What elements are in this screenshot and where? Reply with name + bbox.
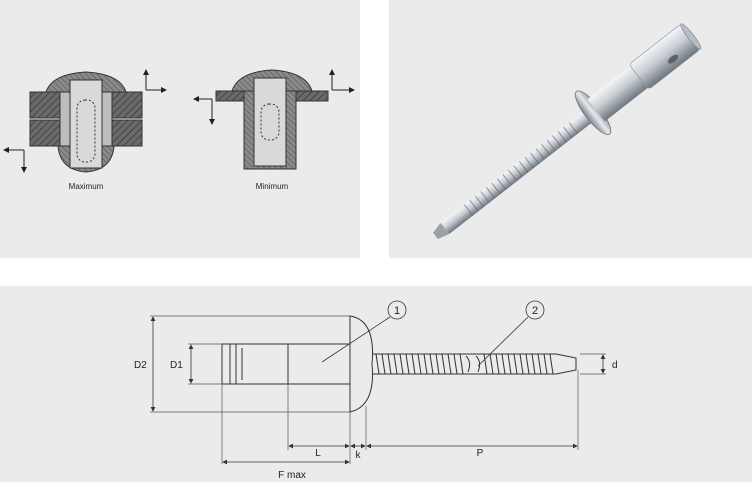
callout-1-label: 1 [394,305,400,317]
thread-tick [507,353,512,375]
thread-tick [501,353,506,375]
thread-tick [405,353,410,375]
thread-tick [549,353,554,375]
collar [221,343,289,385]
thread-tick [537,353,542,375]
mandrel-hidden-outline [76,99,96,163]
grip-range-panel: Maximum Minimum [0,0,360,258]
thread-tick [459,353,464,375]
f-max-label: F max [278,470,306,481]
callout-leaders [321,300,545,367]
thread-tick [387,353,392,375]
mandrel-section [69,79,103,169]
thread-tick [495,353,500,375]
thread-tick [525,353,530,375]
thread-tick [483,353,488,375]
thread-tick [447,353,452,375]
dimension-drawing: 1 2 D2 D1 d L k P F max [134,300,618,481]
rivet-render [432,23,702,240]
thread-tick [543,353,548,375]
thread-tick [441,353,446,375]
thread-tick [435,353,440,375]
mandrel-section [253,77,287,167]
thread-tick [411,353,416,375]
thread-tick [375,353,380,375]
thread-tick [423,353,428,375]
thread-tick [453,353,458,375]
rivet-outline [221,315,577,413]
mandrel-threads [375,353,554,375]
l-label: L [315,448,321,459]
mandrel-stem [440,109,596,235]
dimension-drawing-panel: 1 2 D2 D1 d L k P F max [0,286,752,482]
k-label: k [356,450,362,461]
rivet-photo [432,23,702,240]
thread-tick [399,353,404,375]
thread-tick [393,353,398,375]
head [349,315,374,413]
mandrel-hidden-outline [260,103,280,141]
break-symbol [465,355,481,373]
callout-2-label: 2 [532,305,538,317]
thread-tick [489,353,494,375]
dimension-arrows [150,316,606,465]
grip-range-diagram: Maximum Minimum [3,69,355,191]
mandrel-tip [432,222,450,240]
maximum-label: Maximum [69,182,104,191]
minimum-section: Minimum [193,69,355,191]
d2-label: D2 [134,360,147,371]
d-label: d [612,360,618,371]
extension-lines [150,315,606,464]
maximum-section: Maximum [3,69,167,191]
d1-label: D1 [170,360,183,371]
thread-tick [513,353,518,375]
thread-tick [417,353,422,375]
p-label: P [477,448,484,459]
rivet-end [680,23,702,50]
callout-1-circle [387,300,407,320]
thread-tick [519,353,524,375]
thread-tick [531,353,536,375]
minimum-label: Minimum [256,182,289,191]
thread-tick [429,353,434,375]
thread-tick [381,353,386,375]
product-photo-panel [389,0,752,258]
locking-slot [667,54,679,64]
callout-2-circle [525,300,545,320]
mandrel-grooves [463,122,579,216]
